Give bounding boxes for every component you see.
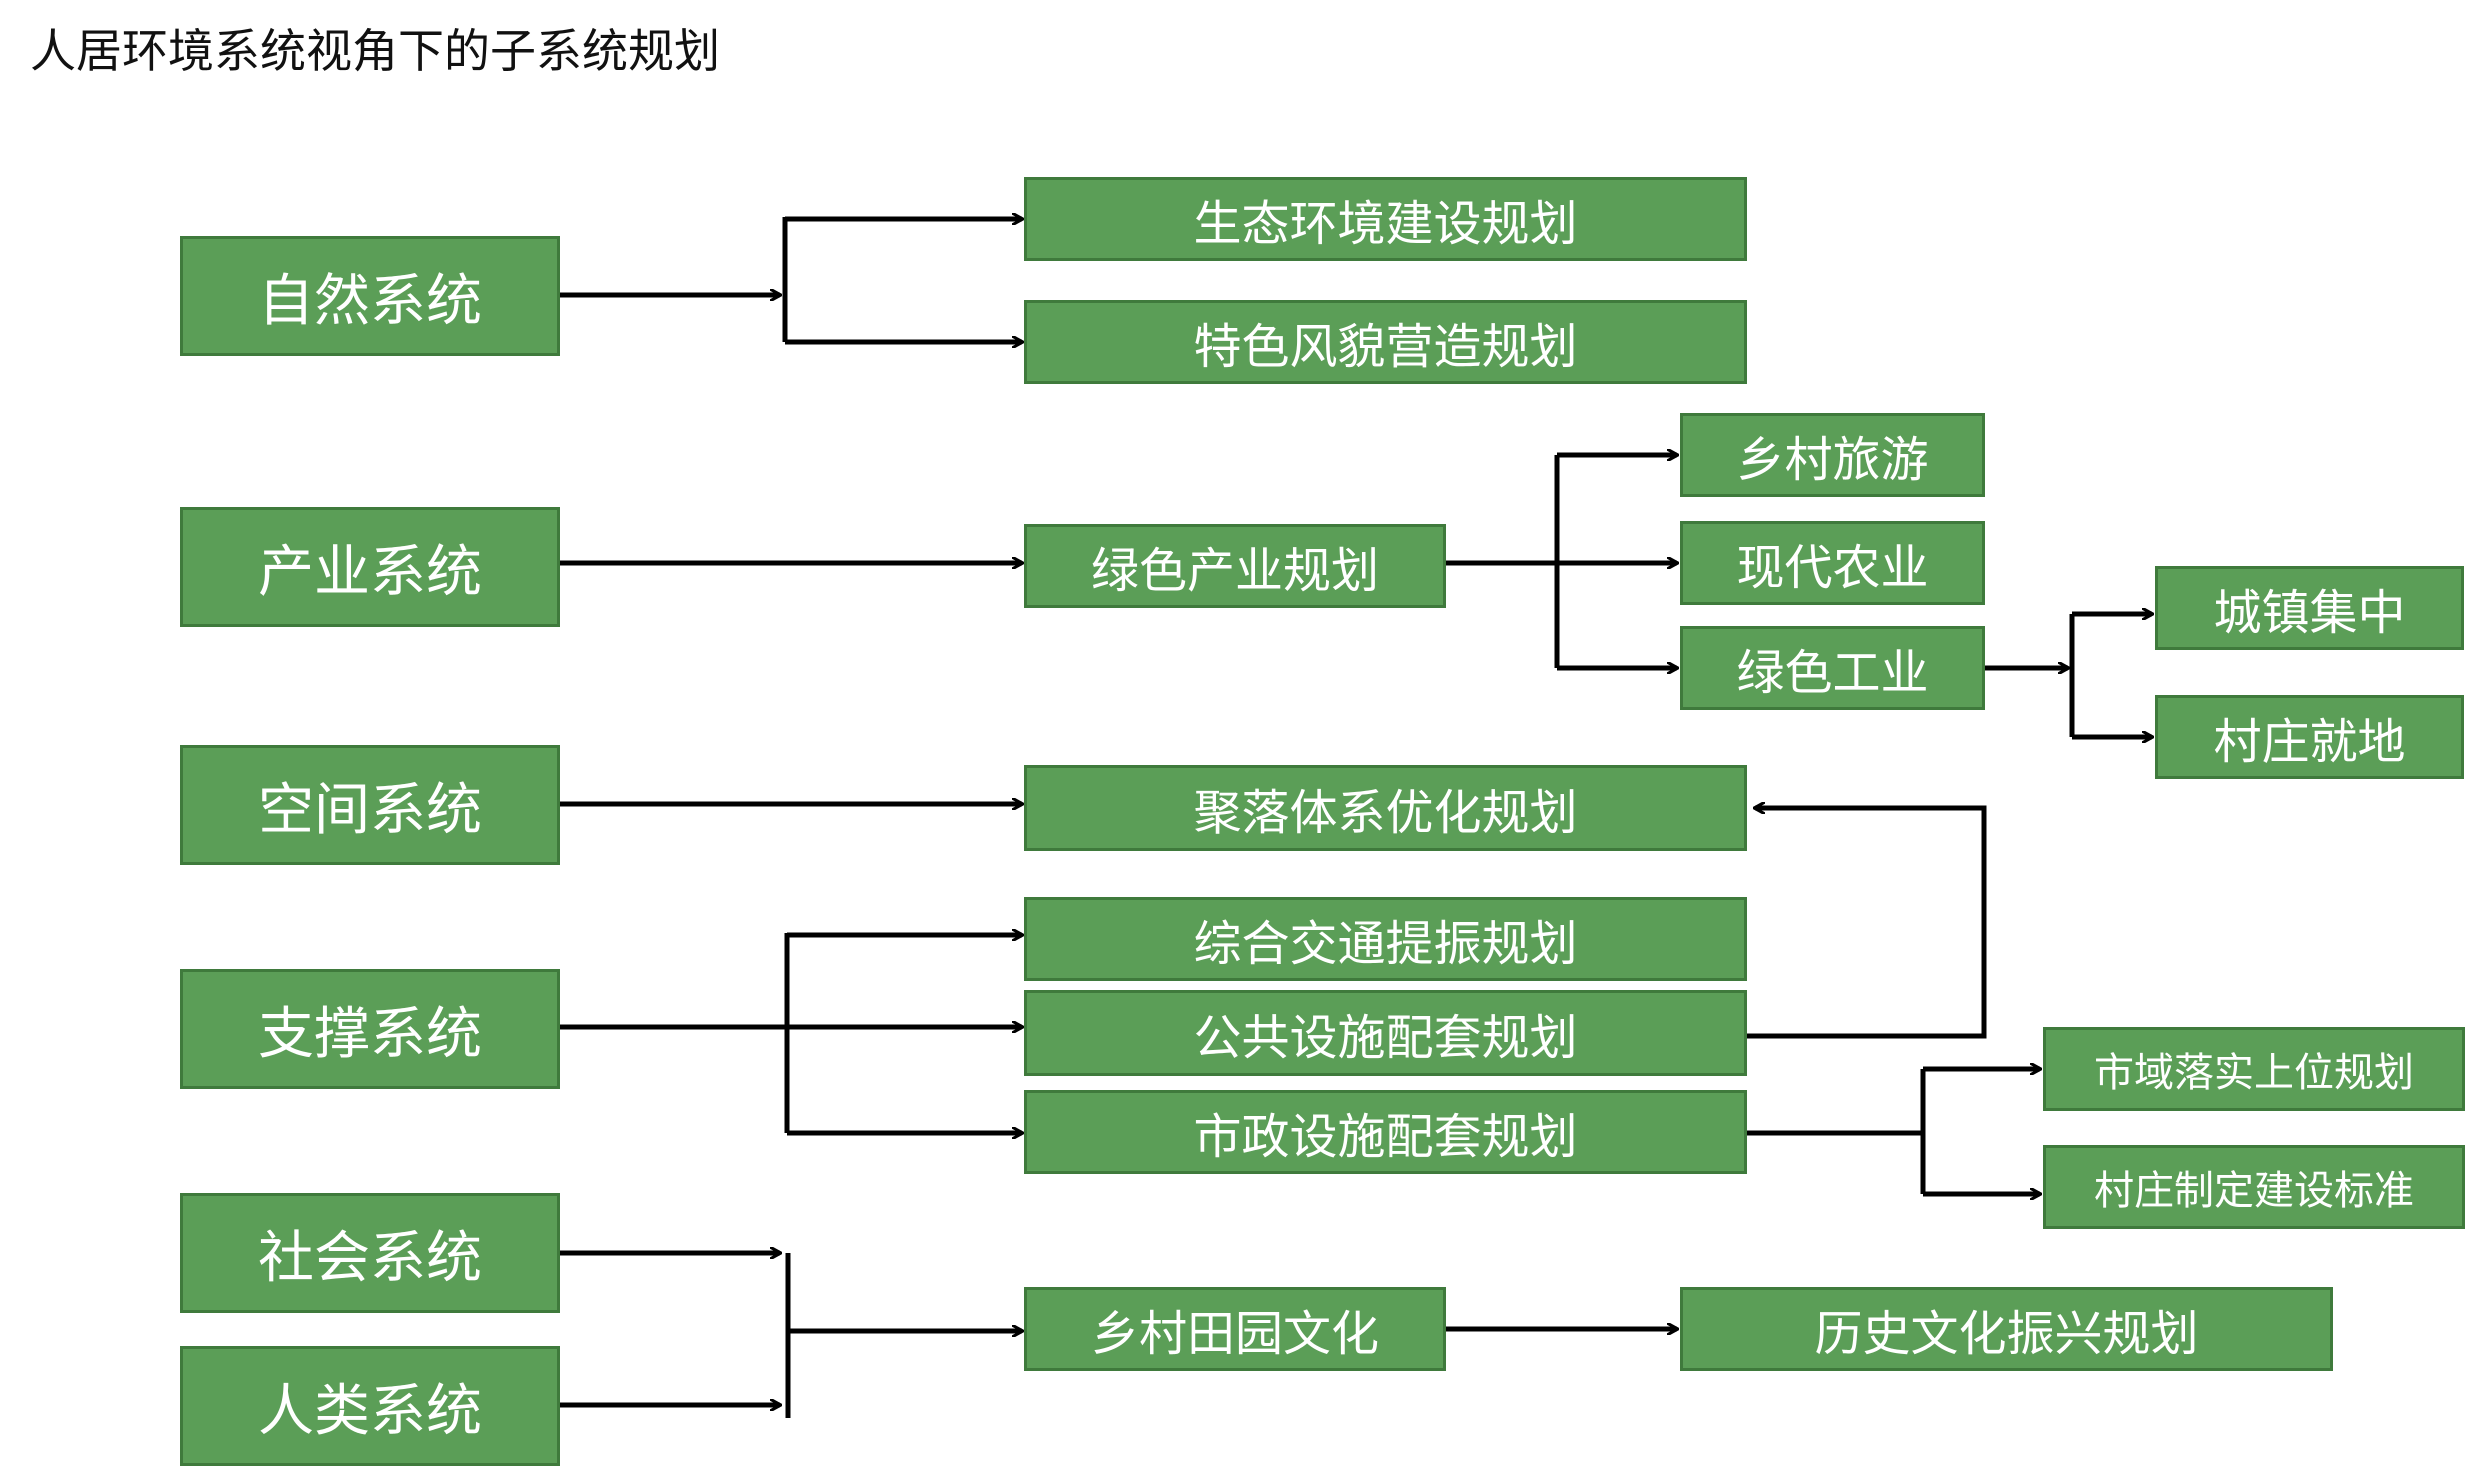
feature-plan-box: 特色风貌营造规划 [1024, 300, 1747, 384]
town-concentration-box: 城镇集中 [2155, 566, 2464, 650]
village-local-box: 村庄就地 [2155, 695, 2464, 779]
human-system-box: 人类系统 [180, 1346, 560, 1466]
industry-system-box: 产业系统 [180, 507, 560, 627]
social-system-box: 社会系统 [180, 1193, 560, 1313]
green-industrial-box: 绿色工业 [1680, 626, 1985, 710]
settlement-plan-box: 聚落体系优化规划 [1024, 765, 1747, 851]
public-facility-plan-box: 公共设施配套规划 [1024, 990, 1747, 1076]
natural-system-box: 自然系统 [180, 236, 560, 356]
support-system-box: 支撑系统 [180, 969, 560, 1089]
village-standard-box: 村庄制定建设标准 [2043, 1145, 2465, 1229]
green-industry-plan-box: 绿色产业规划 [1024, 524, 1446, 608]
space-system-box: 空间系统 [180, 745, 560, 865]
eco-plan-box: 生态环境建设规划 [1024, 177, 1747, 261]
city-implementation-box: 市域落实上位规划 [2043, 1027, 2465, 1111]
rural-culture-box: 乡村田园文化 [1024, 1287, 1446, 1371]
rural-tourism-box: 乡村旅游 [1680, 413, 1985, 497]
page-title: 人居环境系统视角下的子系统规划 [30, 24, 720, 78]
history-culture-plan-box: 历史文化振兴规划 [1680, 1287, 2333, 1371]
connector-public-feedback [1746, 808, 1987, 1039]
modern-agriculture-box: 现代农业 [1680, 521, 1985, 605]
traffic-plan-box: 综合交通提振规划 [1024, 897, 1747, 981]
municipal-facility-plan-box: 市政设施配套规划 [1024, 1090, 1747, 1174]
